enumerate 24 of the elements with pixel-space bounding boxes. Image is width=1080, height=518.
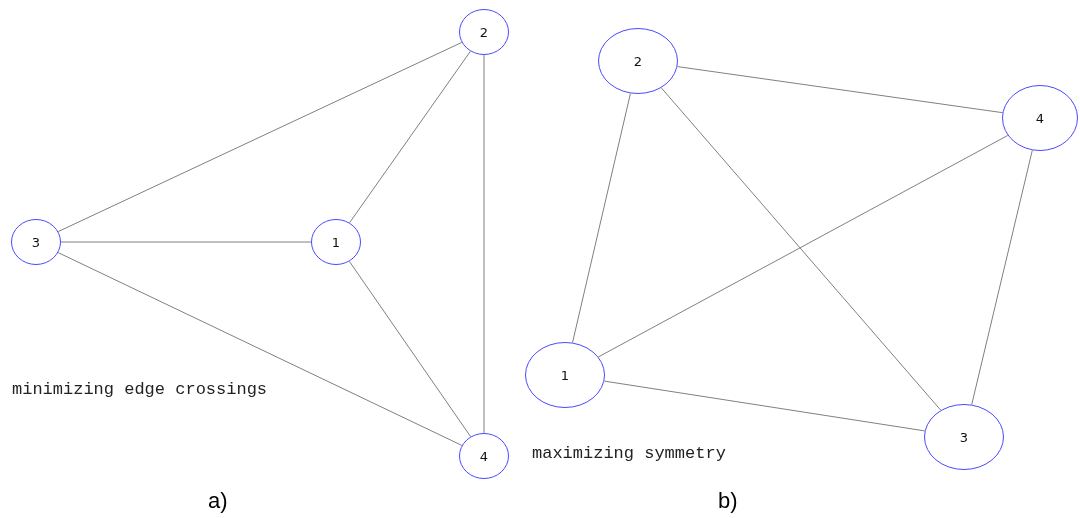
edge-line xyxy=(603,380,926,432)
edge-line xyxy=(597,134,1009,358)
node-circle: 4 xyxy=(1002,85,1078,151)
node-circle: 1 xyxy=(311,219,361,265)
node-circle: 3 xyxy=(924,404,1004,470)
edge-line xyxy=(349,50,471,224)
node-circle: 2 xyxy=(459,9,509,55)
panel-label: b) xyxy=(718,488,738,514)
edge-line xyxy=(971,149,1033,406)
node-circle: 1 xyxy=(525,342,605,408)
edge-line xyxy=(660,87,942,411)
panel-label: a) xyxy=(208,488,228,514)
edge-line xyxy=(676,66,1003,114)
edge-line xyxy=(57,252,463,446)
caption-text: maximizing symmetry xyxy=(532,444,726,463)
edge-line xyxy=(483,54,485,434)
caption-text: minimizing edge crossings xyxy=(12,380,268,399)
node-circle: 4 xyxy=(459,433,509,479)
edge-line xyxy=(57,41,463,233)
edge-line xyxy=(60,241,312,243)
edge-line xyxy=(348,260,472,438)
node-circle: 2 xyxy=(598,28,678,94)
edge-line xyxy=(572,92,631,344)
node-circle: 3 xyxy=(11,219,61,265)
